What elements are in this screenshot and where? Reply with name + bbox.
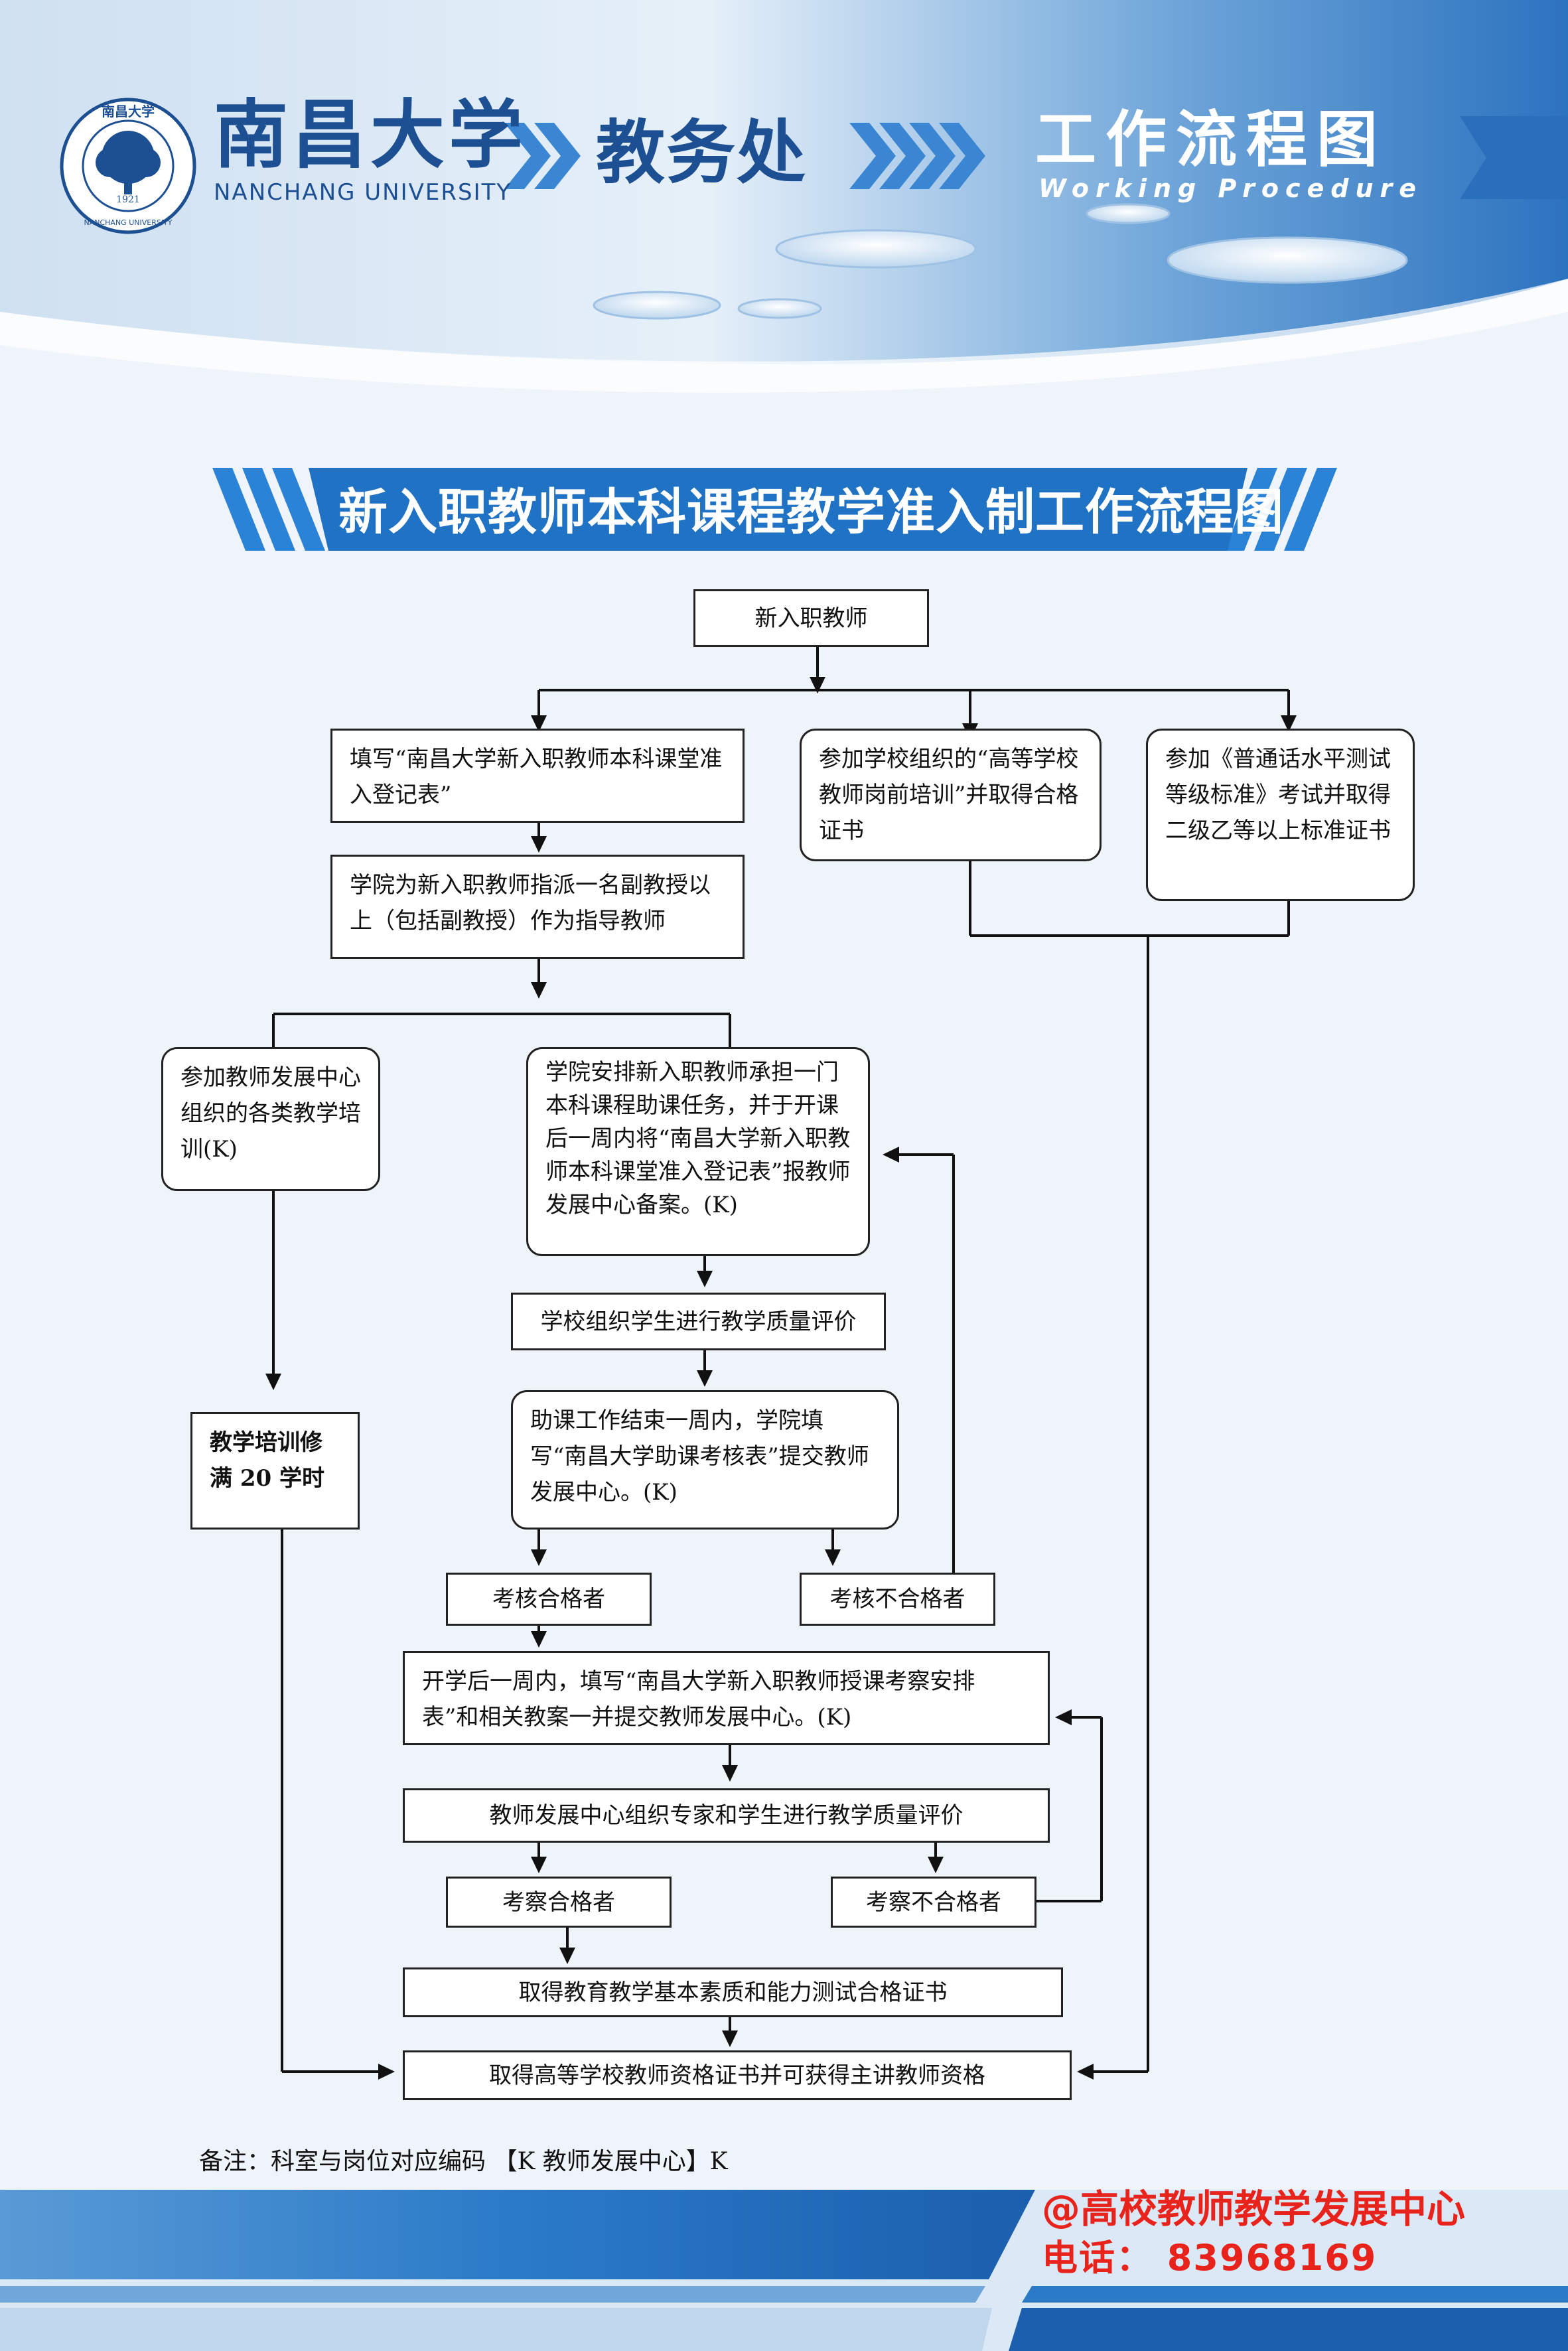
node-fill-form: 填写“南昌大学新入职教师本科课堂准入登记表”	[330, 729, 745, 823]
logo-top-text: 南昌大学	[102, 104, 155, 119]
page-title: 新入职教师本科课程教学准入制工作流程图	[338, 484, 1284, 541]
node-dev-training: 参加教师发展中心组织的各类教学培训(K)	[161, 1047, 380, 1191]
node-assign-mentor: 学院为新入职教师指派一名副教授以上（包括副教授）作为指导教师	[330, 855, 745, 959]
university-name-cn: 南昌大学	[214, 92, 527, 178]
node-student-eval: 学校组织学生进行教学质量评价	[511, 1293, 886, 1350]
node-inspect-fail: 考察不合格者	[831, 1877, 1036, 1928]
workflow-title-en: Working Procedure	[1038, 174, 1423, 203]
workflow-title-cn: 工作流程图	[1035, 104, 1388, 175]
node-assess-fail: 考核不合格者	[800, 1573, 995, 1626]
node-training-hours: 教学培训修满 20 学时	[190, 1412, 360, 1530]
logo-bottom-text: NANCHANG UNIVERSITY	[84, 218, 172, 227]
node-assist-assess: 助课工作结束一周内，学院填写“南昌大学助课考核表”提交教师发展中心。(K)	[511, 1390, 899, 1530]
university-name-en: NANCHANG UNIVERSITY	[214, 179, 512, 206]
node-final: 取得高等学校教师资格证书并可获得主讲教师资格	[403, 2050, 1072, 2100]
node-assess-pass: 考核合格者	[446, 1573, 652, 1626]
node-start: 新入职教师	[693, 589, 929, 647]
contact-phone: 电话： 83968169	[1042, 2237, 1378, 2279]
department-name: 教务处	[596, 112, 808, 193]
contact-organization: @高校教师教学发展中心	[1042, 2186, 1466, 2232]
logo-year: 1921	[116, 194, 140, 205]
node-teaching-arrange: 开学后一周内，填写“南昌大学新入职教师授课考察安排表”和相关教案一并提交教师发展…	[403, 1651, 1050, 1745]
node-training-cert: 参加学校组织的“高等学校教师岗前培训”并取得合格证书	[800, 729, 1102, 861]
node-expert-eval: 教师发展中心组织专家和学生进行教学质量评价	[403, 1788, 1050, 1843]
node-basic-cert: 取得教育教学基本素质和能力测试合格证书	[403, 1967, 1063, 2017]
node-assist-task: 学院安排新入职教师承担一门本科课程助课任务，并于开课后一周内将“南昌大学新入职教…	[526, 1047, 870, 1256]
tree-emblem-icon	[96, 131, 161, 194]
university-logo: 1921 南昌大学 NANCHANG UNIVERSITY	[60, 98, 196, 234]
node-inspect-pass: 考察合格者	[446, 1877, 672, 1928]
footnote: 备注：科室与岗位对应编码 【K 教师发展中心】K	[199, 2148, 728, 2175]
node-mandarin-cert: 参加《普通话水平测试等级标准》考试并取得二级乙等以上标准证书	[1146, 729, 1415, 901]
